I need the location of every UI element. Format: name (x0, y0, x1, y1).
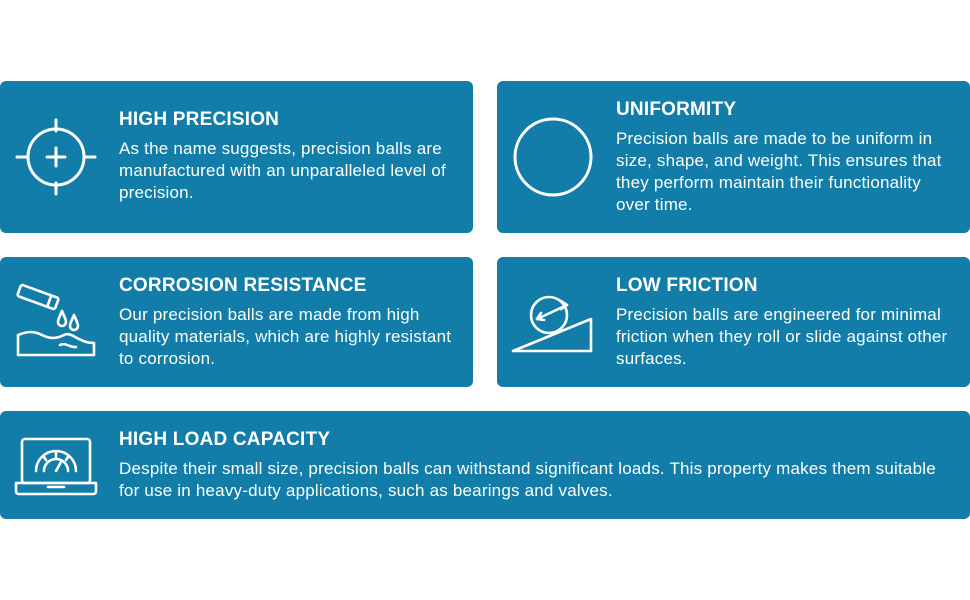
ball-on-ramp-icon (511, 281, 595, 365)
feature-card-uniformity: UNIFORMITY Precision balls are made to b… (497, 81, 970, 233)
card-description: As the name suggests, precision balls ar… (119, 139, 446, 202)
card-description: Our precision balls are made from high q… (119, 305, 452, 368)
feature-card-high-load-capacity: HIGH LOAD CAPACITY Despite their small s… (0, 411, 970, 519)
card-description: Precision balls are engineered for minim… (616, 305, 948, 368)
crosshair-icon (14, 115, 98, 199)
card-title: CORROSION RESISTANCE (119, 275, 367, 296)
card-description: Despite their small size, precision ball… (119, 459, 936, 500)
feature-card-corrosion-resistance: CORROSION RESISTANCE Our precision balls… (0, 257, 473, 387)
card-title: UNIFORMITY (616, 99, 737, 120)
card-title: LOW FRICTION (616, 275, 758, 296)
feature-card-high-precision: HIGH PRECISION As the name suggests, pre… (0, 81, 473, 233)
card-title: HIGH PRECISION (119, 109, 280, 130)
circle-icon (511, 115, 595, 199)
gauge-laptop-icon (14, 423, 98, 507)
feature-card-low-friction: LOW FRICTION Precision balls are enginee… (497, 257, 970, 387)
card-description: Precision balls are made to be uniform i… (616, 129, 942, 214)
card-title: HIGH LOAD CAPACITY (119, 429, 331, 450)
test-tube-drops-icon (14, 281, 98, 365)
